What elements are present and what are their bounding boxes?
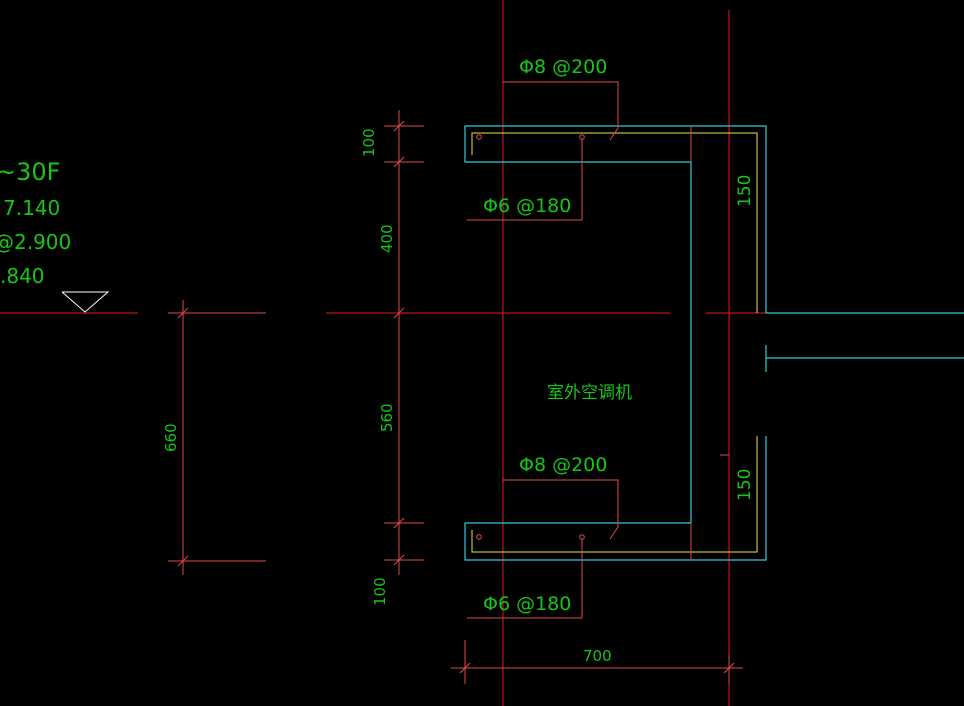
level-labels: ~30F 7.140 @2.900 .840 <box>0 158 71 288</box>
dimension-lines <box>168 110 743 684</box>
rebar-dot-bottom-1 <box>476 534 482 540</box>
top-dist-rebar-label: Φ6 @180 <box>483 195 571 217</box>
level-triangle <box>61 291 110 313</box>
dim-text-150-bottom: 150 <box>735 469 755 501</box>
dim-text-100-top: 100 <box>360 128 378 157</box>
bottom-main-rebar-label: Φ8 @200 <box>519 454 607 476</box>
dim-mid-tick-5 <box>393 554 405 566</box>
rebar-dot-top-1 <box>476 134 482 140</box>
dim-text-150-top: 150 <box>735 175 755 207</box>
level-elev-2: @2.900 <box>0 230 71 254</box>
top-main-rebar-label: Φ8 @200 <box>519 56 607 78</box>
top-rebar-main <box>471 132 758 313</box>
dim-text-400: 400 <box>378 224 396 253</box>
level-floors-label: ~30F <box>0 158 60 186</box>
bottom-slab-outline <box>464 436 767 561</box>
level-elev-3: .840 <box>0 264 45 288</box>
bottom-dist-rebar-label: Φ6 @180 <box>483 593 571 615</box>
dimension-texts: 660 100 400 560 100 150 150 700 <box>162 128 755 665</box>
dim-bottom-tick-right <box>723 662 735 674</box>
level-elev-1: 7.140 <box>3 196 60 220</box>
dim-left-tick-top <box>177 307 189 319</box>
dim-text-700: 700 <box>583 647 612 665</box>
rebar-dot-top-2 <box>579 134 585 140</box>
dim-text-560: 560 <box>378 403 396 432</box>
dim-mid-tick-2 <box>393 156 405 168</box>
room-label: 室外空调机 <box>547 383 632 403</box>
dim-mid-tick-1 <box>393 120 405 132</box>
leader-bottom-dist <box>467 539 583 619</box>
dim-mid-tick-4 <box>393 517 405 529</box>
dim-left-tick-bottom <box>177 555 189 567</box>
leader-top-main <box>503 81 619 141</box>
leader-top-dist <box>467 139 583 221</box>
rebar-annotations: Φ8 @200 Φ6 @180 Φ8 @200 Φ6 @180 室外空调机 <box>483 56 632 615</box>
dim-text-100-bottom: 100 <box>371 577 389 606</box>
concrete-outline <box>464 125 964 561</box>
bottom-rebar-main <box>471 436 758 553</box>
leader-lines <box>467 81 619 619</box>
level-symbol <box>61 291 110 313</box>
dim-bottom-tick-left <box>459 662 471 674</box>
rebar-dot-bottom-2 <box>579 534 585 540</box>
dim-text-660: 660 <box>162 423 180 452</box>
wall-ticks <box>690 126 729 560</box>
leader-bottom-main <box>503 479 619 540</box>
top-slab-outline <box>464 125 767 313</box>
dim-mid-tick-3 <box>393 307 405 319</box>
